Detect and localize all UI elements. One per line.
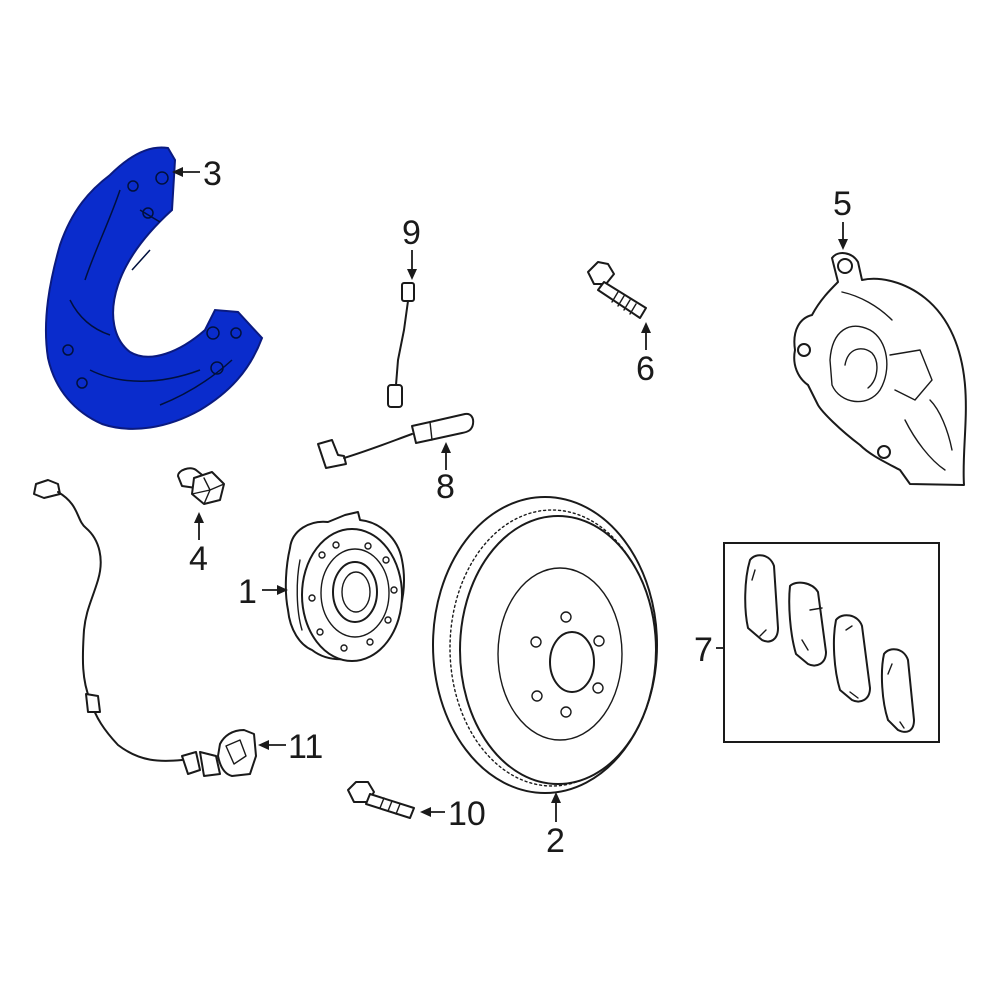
callout-1: 1 [238,573,257,611]
leaders [172,167,848,822]
callout-5: 5 [833,185,852,223]
callout-7: 7 [694,631,713,669]
pad-kit[interactable] [723,542,940,743]
hub-nut[interactable] [177,467,225,505]
callout-9: 9 [402,214,421,252]
hub-bolt[interactable] [347,781,415,819]
wear-sensor-rear[interactable] [387,282,415,408]
callout-3: 3 [203,155,222,193]
callout-10: 10 [448,795,486,833]
brake-caliper[interactable] [793,252,967,486]
callout-4: 4 [189,540,208,578]
callout-6: 6 [636,350,655,388]
callout-8: 8 [436,468,455,506]
wheel-hub[interactable] [284,511,405,662]
caliper-bolt[interactable] [587,261,647,319]
brake-rotor[interactable] [432,496,658,794]
abs-sensor[interactable] [33,479,257,777]
wear-sensor-front[interactable] [317,412,475,469]
pad-kit-box [723,542,940,743]
callout-11: 11 [288,728,323,766]
splash-shield[interactable] [44,146,264,430]
callout-2: 2 [546,822,565,860]
